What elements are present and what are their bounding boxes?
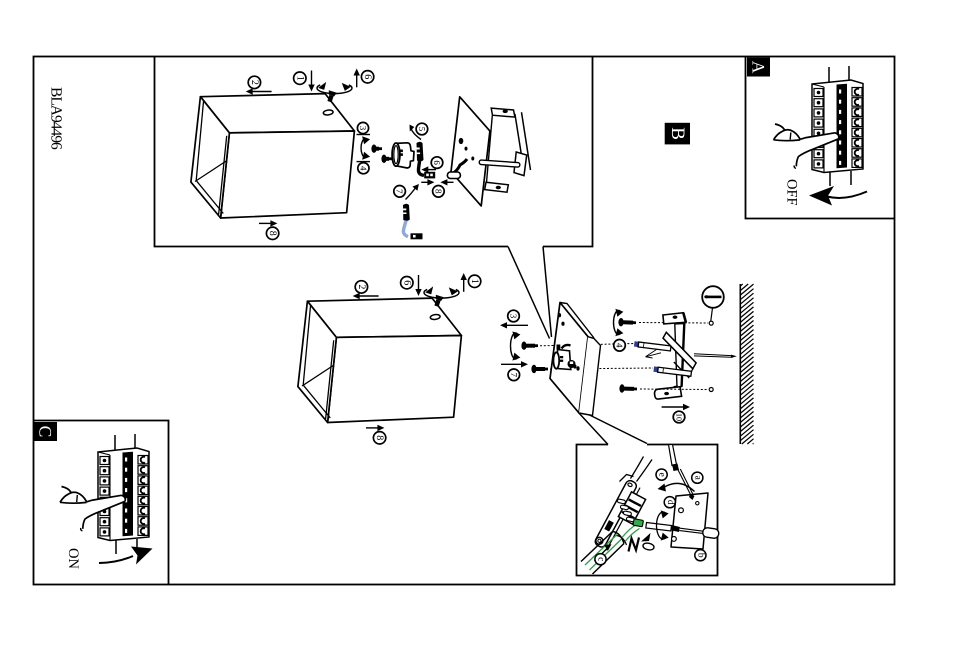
svg-text:C: C — [36, 426, 56, 438]
svg-text:3: 3 — [358, 126, 368, 131]
svg-text:d: d — [665, 500, 675, 505]
svg-text:8: 8 — [267, 231, 278, 236]
svg-text:10: 10 — [675, 413, 684, 421]
svg-text:7: 7 — [509, 373, 519, 378]
svg-text:3: 3 — [509, 314, 519, 319]
svg-text:1: 1 — [294, 76, 305, 81]
svg-text:c: c — [596, 557, 606, 561]
svg-text:4: 4 — [615, 343, 625, 348]
svg-text:2: 2 — [356, 284, 367, 289]
svg-text:8: 8 — [433, 189, 443, 194]
svg-text:b: b — [695, 553, 705, 558]
svg-text:6: 6 — [401, 280, 412, 285]
svg-text:4: 4 — [358, 166, 368, 171]
svg-text:a: a — [692, 476, 702, 481]
svg-text:1: 1 — [469, 279, 480, 284]
svg-text:A: A — [749, 61, 769, 74]
svg-text:6: 6 — [362, 74, 373, 79]
svg-text:OFF: OFF — [784, 179, 800, 206]
svg-text:B: B — [667, 127, 688, 140]
svg-text:BLA94496: BLA94496 — [48, 87, 65, 150]
svg-text:2: 2 — [249, 80, 260, 85]
svg-text:8: 8 — [374, 435, 385, 440]
svg-text:6: 6 — [432, 160, 442, 165]
svg-text:ON: ON — [65, 548, 81, 569]
svg-text:7: 7 — [395, 189, 405, 194]
svg-text:e: e — [657, 472, 667, 476]
svg-text:5: 5 — [417, 127, 427, 132]
